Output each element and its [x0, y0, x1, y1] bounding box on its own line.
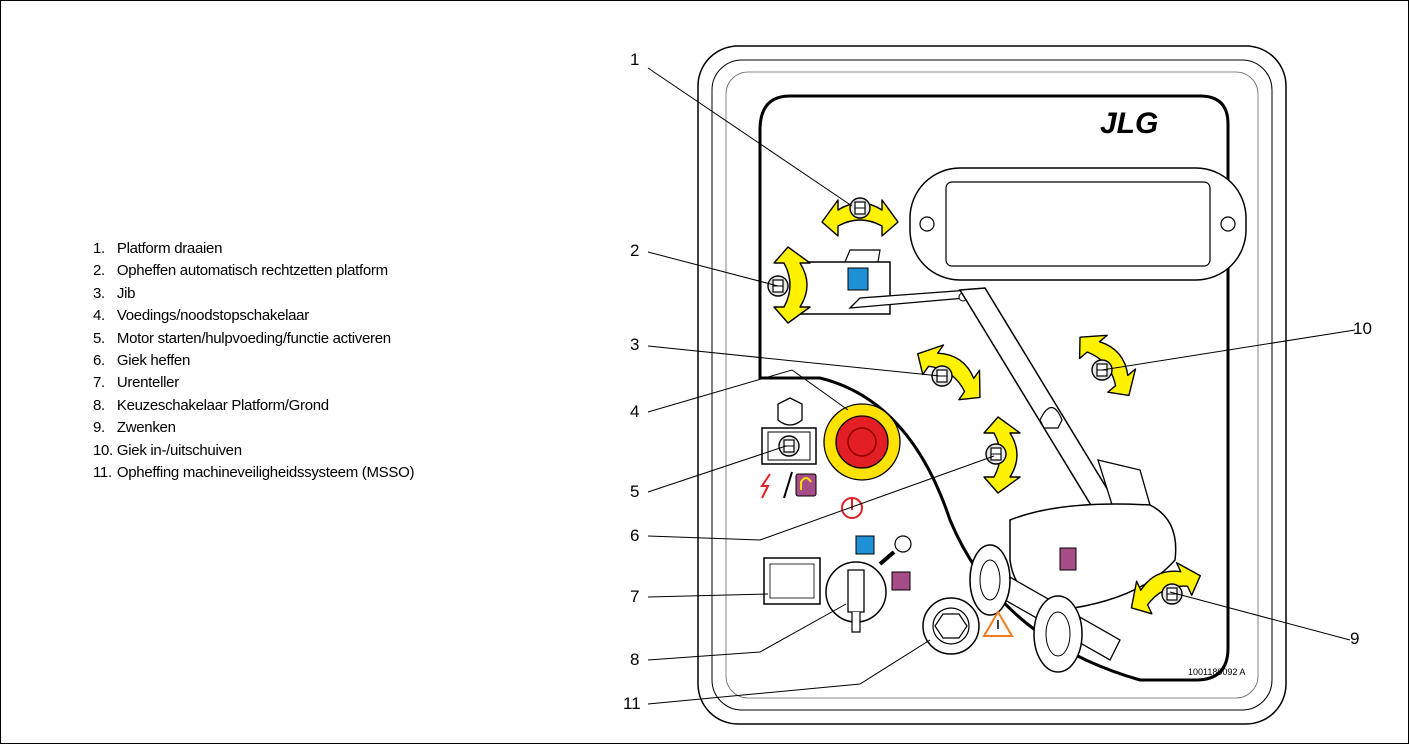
legend-item-5: 5. Motor starten/hulpvoeding/functie act…	[93, 329, 391, 347]
legend-item-3: 3. Jib	[93, 284, 136, 302]
jib-switch-icon[interactable]	[931, 365, 953, 387]
callout-3: 3	[630, 335, 639, 354]
callout-5: 5	[630, 482, 639, 501]
power-symbol-icon	[841, 497, 863, 519]
engine-start-switch-icon[interactable]	[778, 435, 800, 457]
callout-7: 7	[630, 587, 639, 606]
legend-item-11: 11. Opheffing machineveiligheidssysteem …	[93, 463, 415, 481]
hour-display-window	[945, 181, 1211, 267]
legend-list: 1. Platform draaien 2. Opheffen automati…	[93, 238, 414, 484]
emergency-stop-icon[interactable]	[823, 403, 901, 481]
legend-item-7: 7. Urenteller	[93, 374, 179, 392]
boom-lift-switch-icon[interactable]	[985, 443, 1007, 465]
leader-lines	[647, 67, 1356, 705]
callout-4: 4	[630, 402, 639, 421]
engine-start-icon	[777, 397, 803, 426]
legend-item-1: 1. Platform draaien	[93, 240, 223, 257]
callout-9: 9	[1350, 629, 1359, 648]
callout-10: 10	[1353, 319, 1372, 338]
platform-blue-marker	[847, 267, 869, 291]
callout-2: 2	[630, 241, 639, 260]
warning-triangle-icon	[982, 610, 1014, 637]
aux-power-icon	[760, 473, 771, 499]
callout-8: 8	[630, 650, 639, 669]
function-enable-icon	[795, 473, 817, 497]
panel-inner-border	[711, 59, 1273, 711]
msso-override-button[interactable]	[922, 597, 980, 655]
screw-right-icon	[1220, 216, 1236, 232]
jlg-logo: JLG	[1100, 107, 1158, 140]
callout-6: 6	[630, 526, 639, 545]
callout-11: 11	[623, 694, 641, 713]
platform-rotate-switch-icon[interactable]	[849, 197, 871, 219]
legend-item-6: 6. Giek heffen	[93, 351, 191, 369]
callout-1: 1	[630, 50, 639, 69]
legend-item-8: 8. Keuzeschakelaar Platform/Grond	[93, 396, 329, 414]
part-number: 1001180092 A	[1188, 667, 1245, 677]
engine-start-group	[760, 397, 817, 499]
panel-face	[725, 71, 1259, 699]
ground-purple-marker	[1059, 547, 1077, 571]
legend-item-4: 4. Voedings/noodstopschakelaar	[93, 307, 309, 325]
screw-left-icon	[919, 216, 935, 232]
legend-item-2: 2. Opheffen automatisch rechtzetten plat…	[93, 262, 388, 280]
legend-item-10: 10. Giek in-/uitschuiven	[93, 441, 242, 459]
legend-item-9: 9. Zwenken	[93, 419, 176, 437]
boom-illustration	[799, 249, 1177, 673]
